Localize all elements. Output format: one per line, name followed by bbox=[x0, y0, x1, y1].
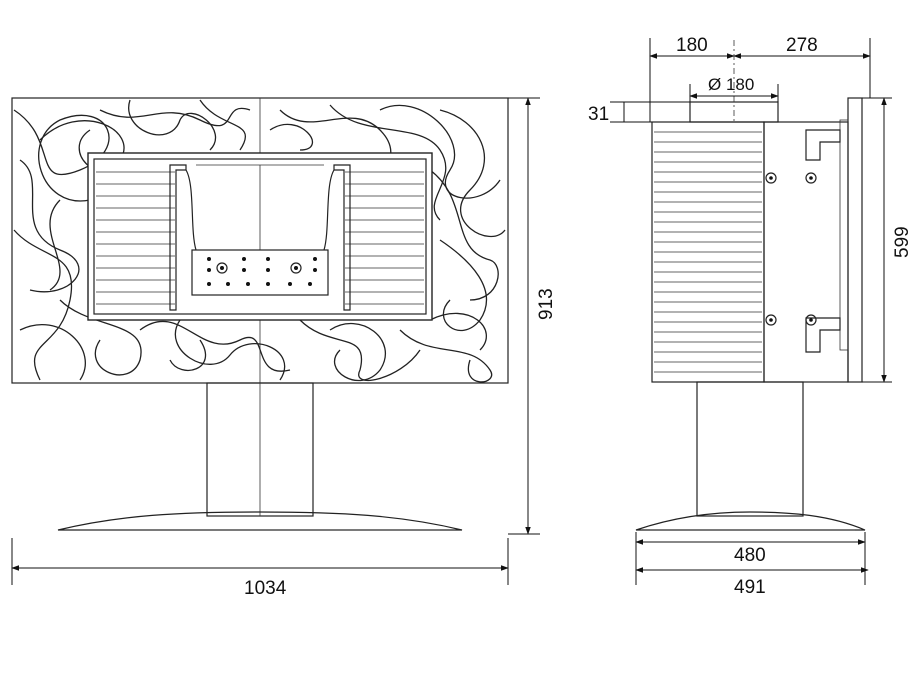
front-view bbox=[11, 97, 509, 531]
total-width-label: 1034 bbox=[244, 578, 287, 599]
firebox-window bbox=[93, 158, 427, 315]
flue-diameter-label: Ø 180 bbox=[708, 75, 754, 94]
swirl-decoration bbox=[13, 99, 506, 383]
dimension-lines bbox=[11, 38, 892, 585]
side-flue-to-back-label: 278 bbox=[786, 35, 818, 56]
total-height-label: 913 bbox=[536, 288, 557, 320]
flue-offset-label: 31 bbox=[588, 104, 609, 125]
side-pedestal-base bbox=[635, 511, 866, 531]
base-depth-label: 480 bbox=[734, 545, 766, 566]
left-firebrick-ribs bbox=[96, 171, 175, 305]
right-firebrick-ribs bbox=[345, 171, 424, 305]
overall-depth-label: 491 bbox=[734, 577, 766, 598]
body-height-label: 599 bbox=[892, 226, 913, 258]
side-left-to-flue-label: 180 bbox=[676, 35, 708, 56]
side-view bbox=[635, 40, 866, 531]
side-pedestal-column bbox=[696, 381, 804, 517]
side-body-ribs bbox=[654, 131, 762, 373]
grate-holes bbox=[207, 257, 317, 286]
front-pedestal-base bbox=[57, 511, 463, 531]
side-front-plate bbox=[847, 97, 863, 383]
